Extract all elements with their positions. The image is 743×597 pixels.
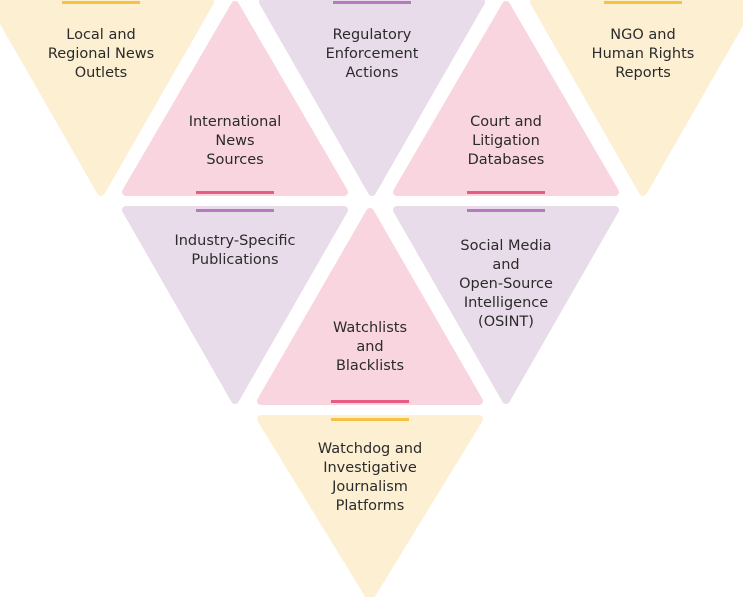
- tile-label-line: (OSINT): [478, 314, 534, 330]
- tile-label-line: Open-Source: [459, 276, 553, 292]
- tile-label-line: Regulatory: [333, 27, 412, 43]
- accent-bar: [331, 418, 409, 421]
- tile-label-line: Industry-Specific: [174, 233, 295, 249]
- tile-label-line: Actions: [346, 65, 399, 81]
- accent-bar: [467, 191, 545, 194]
- tile-label-line: Local and: [66, 27, 135, 43]
- tile-label-line: Watchlists: [333, 320, 407, 336]
- tile-label-line: Sources: [206, 152, 263, 168]
- tile-label-line: Databases: [468, 152, 545, 168]
- tile-label-line: Intelligence: [464, 295, 548, 311]
- accent-bar: [196, 191, 274, 194]
- tile-label-line: Reports: [615, 65, 671, 81]
- tile-label-line: International: [189, 114, 282, 130]
- tile-label-line: Human Rights: [592, 46, 695, 62]
- tile-label-line: Investigative: [323, 460, 417, 476]
- tile-label-line: News: [215, 133, 254, 149]
- accent-bar: [331, 400, 409, 403]
- tile-label-line: Blacklists: [336, 358, 404, 374]
- tile-label-line: NGO and: [610, 27, 675, 43]
- accent-bar: [467, 209, 545, 212]
- tile-label-line: and: [492, 257, 519, 273]
- tile-label-line: Litigation: [472, 133, 540, 149]
- tile-label-line: Publications: [191, 252, 278, 268]
- accent-bar: [196, 209, 274, 212]
- tile-label-line: Platforms: [336, 498, 405, 514]
- tile-label-line: Social Media: [460, 238, 551, 254]
- accent-bar: [333, 1, 411, 4]
- tile-label-line: Court and: [470, 114, 542, 130]
- tile-label-line: Regional News: [48, 46, 154, 62]
- tile-label-line: Journalism: [331, 479, 408, 495]
- tile-label-line: and: [356, 339, 383, 355]
- accent-bar: [604, 1, 682, 4]
- tile-label-line: Enforcement: [326, 46, 419, 62]
- tile-label-line: Outlets: [75, 65, 127, 81]
- accent-bar: [62, 1, 140, 4]
- tile-label-line: Watchdog and: [318, 441, 422, 457]
